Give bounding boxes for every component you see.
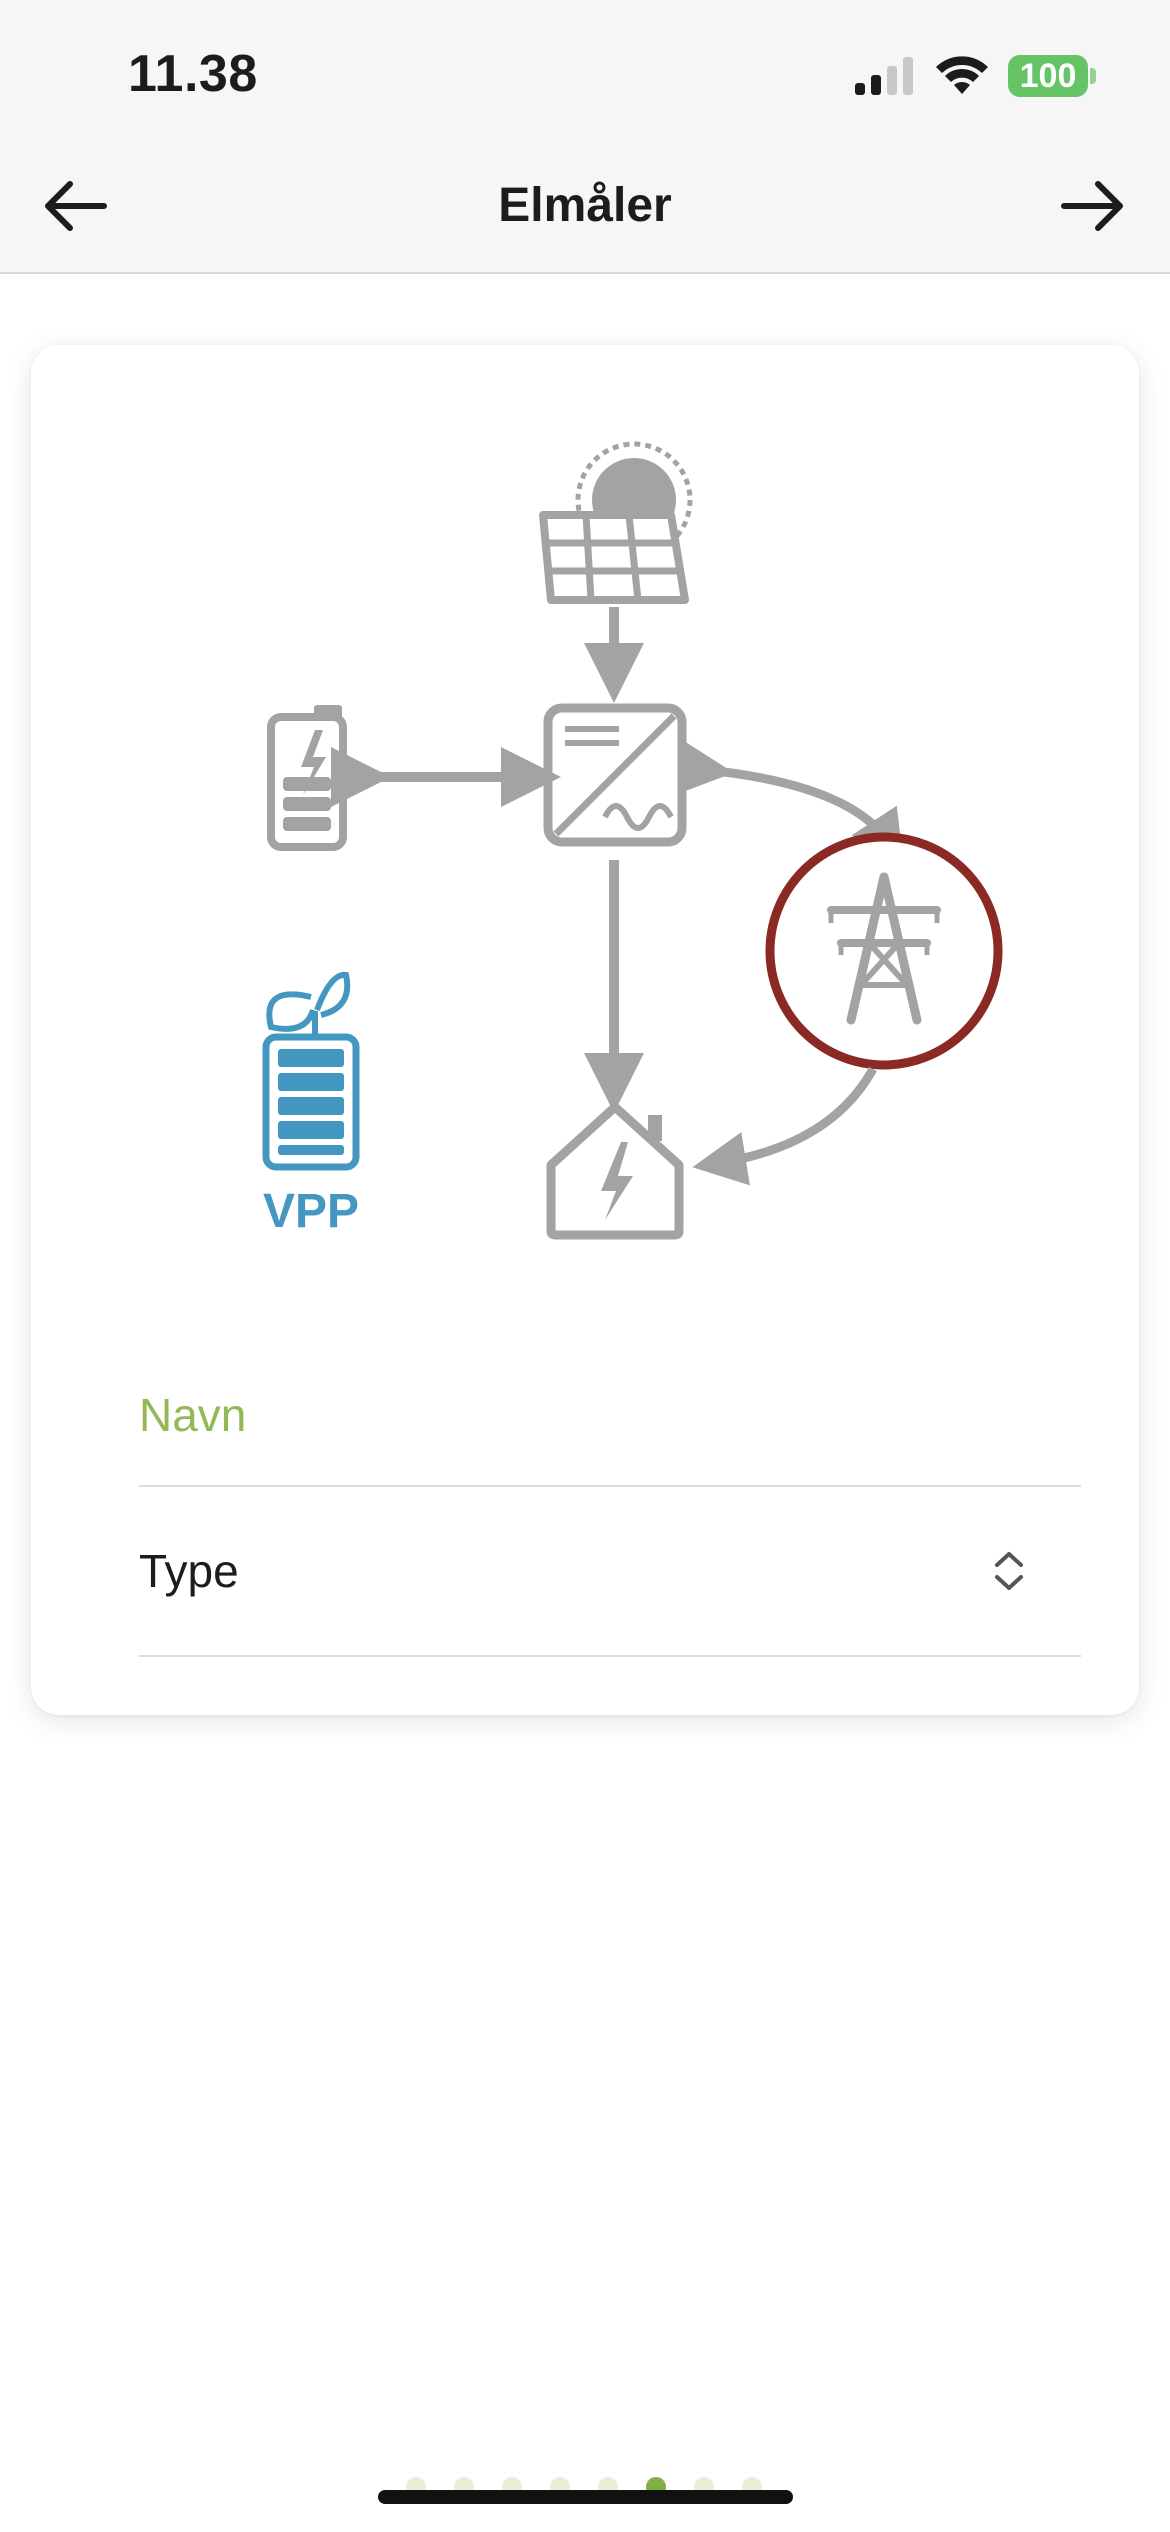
meter-card: VPP Navn Type [31, 345, 1139, 1715]
status-time: 11.38 [128, 45, 258, 103]
power-grid-pylon-icon [765, 832, 1003, 1070]
inverter-icon [543, 703, 687, 847]
chevron-up-down-icon [995, 1552, 1023, 1590]
battery-indicator: 100 [1008, 55, 1088, 97]
forward-arrow-icon[interactable] [1058, 176, 1128, 236]
name-field-label: Navn [139, 1389, 247, 1441]
wifi-icon [936, 56, 988, 94]
cellular-signal-icon [855, 57, 913, 95]
vpp-battery-icon [262, 971, 360, 1171]
back-arrow-icon[interactable] [40, 176, 110, 236]
type-field-label: Type [139, 1545, 239, 1597]
home-battery-icon [267, 705, 347, 851]
solar-panel-icon [539, 441, 693, 604]
name-field[interactable]: Navn [139, 1345, 1081, 1487]
battery-cap [1090, 68, 1096, 84]
house-icon [546, 1102, 684, 1240]
top-bar: 11.38 100 Elmåler [0, 0, 1170, 274]
type-select[interactable]: Type [139, 1487, 1081, 1657]
vpp-label: VPP [263, 1185, 359, 1238]
page-title: Elmåler [498, 179, 672, 232]
energy-flow-diagram: VPP [262, 441, 1003, 1240]
home-indicator[interactable] [378, 2490, 793, 2504]
